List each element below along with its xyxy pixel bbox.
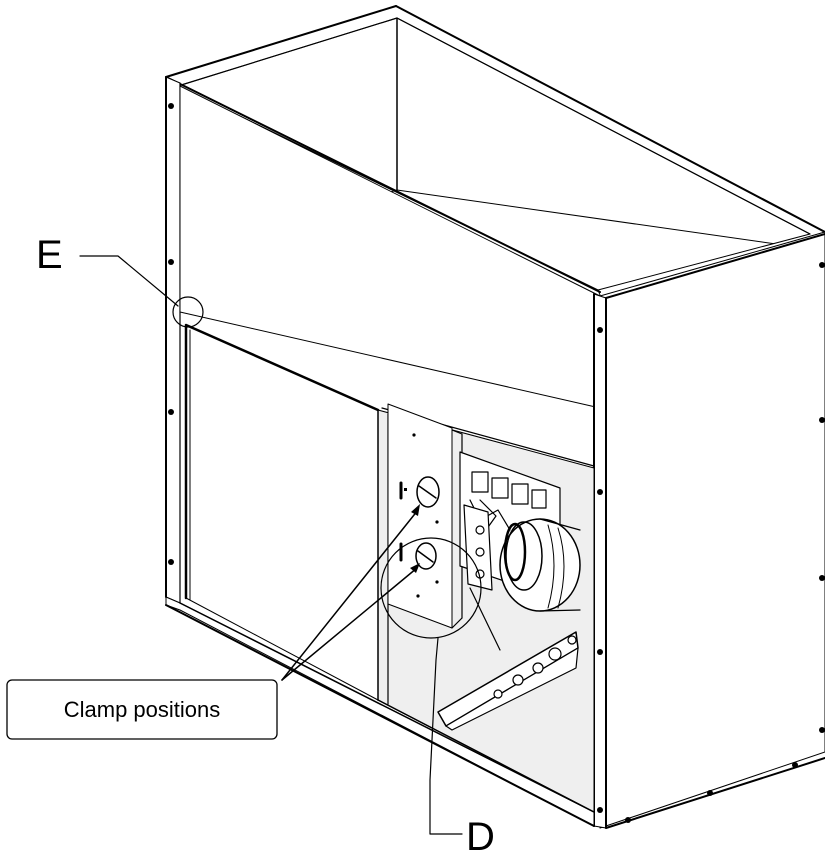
front-opening: [184, 323, 595, 813]
clamp-lower: [399, 542, 437, 570]
clamp-label-box: [6, 679, 278, 740]
detail-e-circle-icon: [172, 296, 204, 328]
clamp-label-text: Clamp positions: [64, 697, 221, 722]
motor-housing: [499, 518, 581, 612]
detail-d-circle-icon: [380, 537, 482, 639]
callout-d-label: D: [466, 815, 495, 854]
internal-mechanism: [437, 451, 581, 731]
fasteners: [168, 103, 825, 823]
clamp-positions-callout: Clamp positions: [6, 504, 420, 740]
mounting-plate: [387, 403, 453, 629]
front-cover-panel: [185, 324, 379, 701]
right-end-panel: [599, 231, 825, 829]
callout-e-label: E: [36, 233, 63, 277]
right-panel-edge: [593, 293, 607, 829]
clamp-upper: [399, 476, 440, 508]
cabinet-body: [165, 5, 825, 829]
callout-e: E: [36, 233, 204, 328]
left-end-panel: [165, 76, 181, 604]
callout-d: D: [380, 537, 495, 854]
